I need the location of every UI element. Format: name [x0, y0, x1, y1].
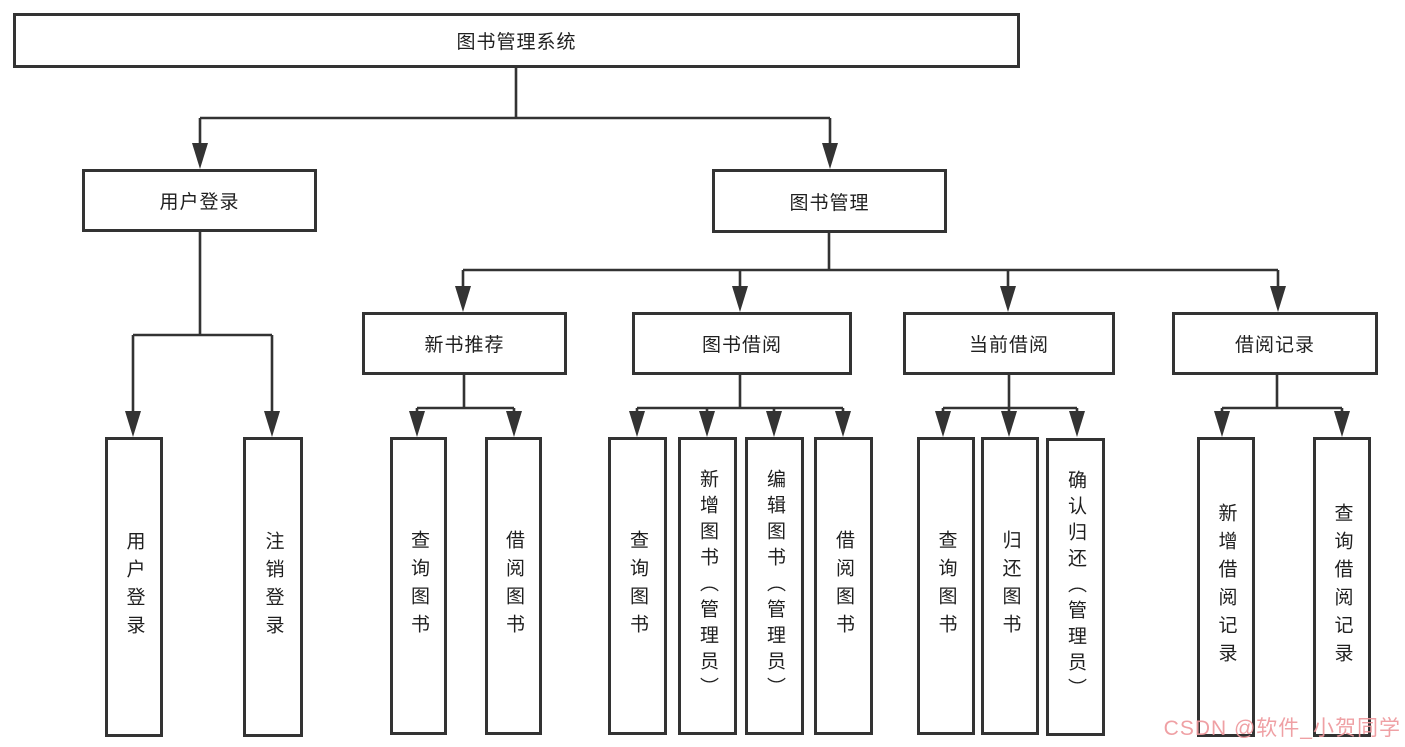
leaf-borrowing-add-books-admin-label: 新增图书（管理员）: [697, 469, 718, 703]
leaf-current-query-books: 查询图书: [917, 437, 975, 735]
leaf-current-confirm-return-admin: 确认归还（管理员）: [1046, 438, 1105, 736]
leaf-borrowing-edit-books-admin: 编辑图书（管理员）: [745, 437, 804, 735]
leaf-user-login-label: 用户登录: [123, 531, 145, 643]
node-borrow-records: 借阅记录: [1172, 312, 1378, 375]
leaf-user-login: 用户登录: [105, 437, 163, 737]
leaf-recommend-borrow-books-label: 借阅图书: [503, 530, 524, 642]
leaf-borrowing-query-books-label: 查询图书: [627, 530, 648, 642]
watermark: CSDN @软件_小贺同学: [1163, 717, 1401, 740]
leaf-logout: 注销登录: [243, 437, 303, 737]
leaf-records-query-record-label: 查询借阅记录: [1331, 503, 1353, 671]
node-borrow-records-label: 借阅记录: [1234, 335, 1315, 356]
node-new-book-recommend-label: 新书推荐: [424, 335, 505, 356]
leaf-current-return-books-label: 归还图书: [999, 530, 1021, 642]
node-book-management-label: 图书管理: [789, 192, 870, 214]
node-user-login-label: 用户登录: [159, 192, 240, 213]
leaf-borrowing-edit-books-admin-label: 编辑图书（管理员）: [764, 469, 785, 703]
leaf-current-confirm-return-admin-label: 确认归还（管理员）: [1065, 470, 1086, 704]
leaf-records-add-record: 新增借阅记录: [1197, 437, 1255, 737]
leaf-current-return-books: 归还图书: [981, 437, 1039, 735]
leaf-borrowing-borrow-books: 借阅图书: [814, 437, 873, 735]
node-new-book-recommend: 新书推荐: [362, 312, 567, 375]
leaf-records-add-record-label: 新增借阅记录: [1215, 503, 1237, 671]
node-root: 图书管理系统: [13, 13, 1020, 68]
leaf-recommend-borrow-books: 借阅图书: [485, 437, 542, 735]
node-current-borrowing-label: 当前借阅: [968, 335, 1049, 356]
leaf-borrowing-add-books-admin: 新增图书（管理员）: [678, 437, 737, 735]
leaf-logout-label: 注销登录: [262, 531, 284, 643]
arrowheads: [125, 143, 1350, 437]
leaf-recommend-query-books: 查询图书: [390, 437, 447, 735]
node-current-borrowing: 当前借阅: [903, 312, 1115, 375]
node-root-label: 图书管理系统: [456, 32, 577, 53]
leaf-current-query-books-label: 查询图书: [935, 530, 957, 642]
node-book-borrowing-label: 图书借阅: [701, 335, 782, 356]
leaf-records-query-record: 查询借阅记录: [1313, 437, 1371, 737]
leaf-borrowing-borrow-books-label: 借阅图书: [833, 530, 854, 642]
node-book-borrowing: 图书借阅: [632, 312, 852, 375]
node-book-management: 图书管理: [712, 169, 947, 233]
leaf-recommend-query-books-label: 查询图书: [408, 530, 429, 642]
node-user-login: 用户登录: [82, 169, 317, 232]
leaf-borrowing-query-books: 查询图书: [608, 437, 667, 735]
